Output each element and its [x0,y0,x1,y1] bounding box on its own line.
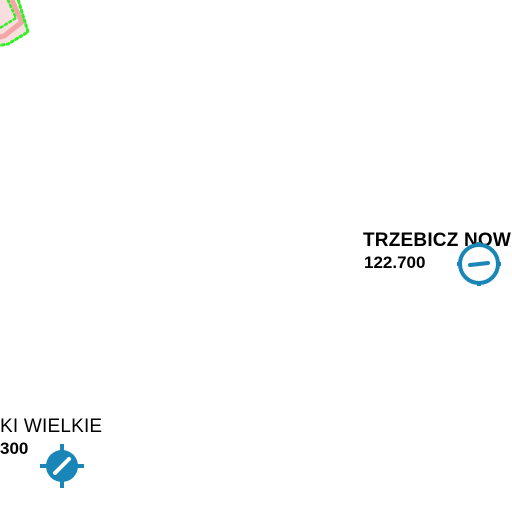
navaid-compass-icon[interactable] [38,442,86,490]
navaid-frequency-ki-wielkie: 300 [0,439,29,458]
navaid-frequency-trzebicz-now: 122.700 [364,253,426,272]
navaid-name-ki-wielkie: KI WIELKIE [0,416,103,437]
navaid-compass-icon[interactable] [455,240,503,288]
